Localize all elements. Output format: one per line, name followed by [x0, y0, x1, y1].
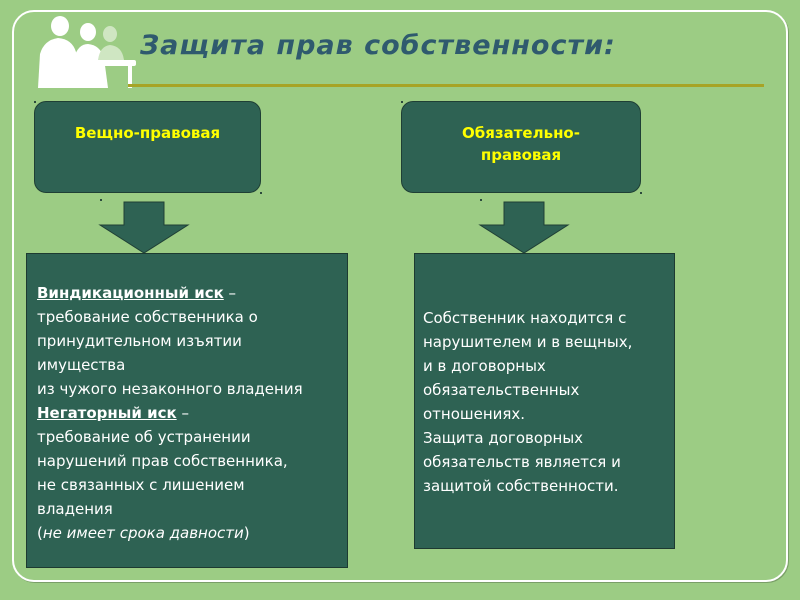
content-line: и в договорных: [423, 357, 546, 375]
content-line: нарушителем и в вещных,: [423, 333, 633, 351]
term-vindication-claim: Виндикационный иск: [37, 284, 224, 302]
content-line: обязательственных: [423, 381, 580, 399]
no-limitation-note: не имеет срока давности: [42, 524, 244, 542]
selection-handle: [401, 101, 403, 103]
term-negatory-claim: Негаторный иск: [37, 404, 177, 422]
content-line: обязательств является и: [423, 453, 621, 471]
left-branch-header: Вещно-правовая: [34, 101, 261, 193]
left-branch-label: Вещно-правовая: [74, 124, 221, 142]
right-branch-label-line2: правовая: [480, 146, 562, 164]
content-line: нарушений прав собственника,: [37, 452, 288, 470]
content-line: имущества: [37, 356, 126, 374]
down-arrow-icon: [478, 201, 570, 254]
content-line: (не имеет срока давности): [37, 524, 250, 542]
left-branch-content: Виндикационный иск – требование собствен…: [26, 253, 348, 568]
content-line: требование собственника о: [37, 308, 258, 326]
content-line: защитой собственности.: [423, 477, 619, 495]
selection-handle: [100, 199, 102, 201]
content-line: владения: [37, 500, 113, 518]
content-line: Собственник находится с: [423, 309, 627, 327]
selection-handle: [260, 192, 262, 194]
right-branch-content: Собственник находится с нарушителем и в …: [414, 253, 675, 549]
selection-handle: [34, 101, 36, 103]
title-underline: [128, 84, 764, 87]
content-line: Виндикационный иск –: [37, 284, 237, 302]
down-arrow-icon: [98, 201, 190, 254]
content-line: Защита договорных: [423, 429, 584, 447]
selection-handle: [480, 199, 482, 201]
slide-frame: [12, 10, 788, 582]
content-line: требование об устранении: [37, 428, 251, 446]
right-branch-header: Обязательно- правовая: [401, 101, 641, 193]
content-line: принудительном изъятии: [37, 332, 242, 350]
content-line: Негаторный иск –: [37, 404, 189, 422]
slide-title: Защита прав собственности:: [140, 30, 616, 61]
people-silhouette-icon: [38, 16, 136, 88]
content-line: отношениях.: [423, 405, 526, 423]
selection-handle: [640, 192, 642, 194]
content-line: не связанных с лишением: [37, 476, 245, 494]
content-line: из чужого незаконного владения: [37, 380, 303, 398]
right-branch-label-line1: Обязательно-: [462, 124, 580, 142]
